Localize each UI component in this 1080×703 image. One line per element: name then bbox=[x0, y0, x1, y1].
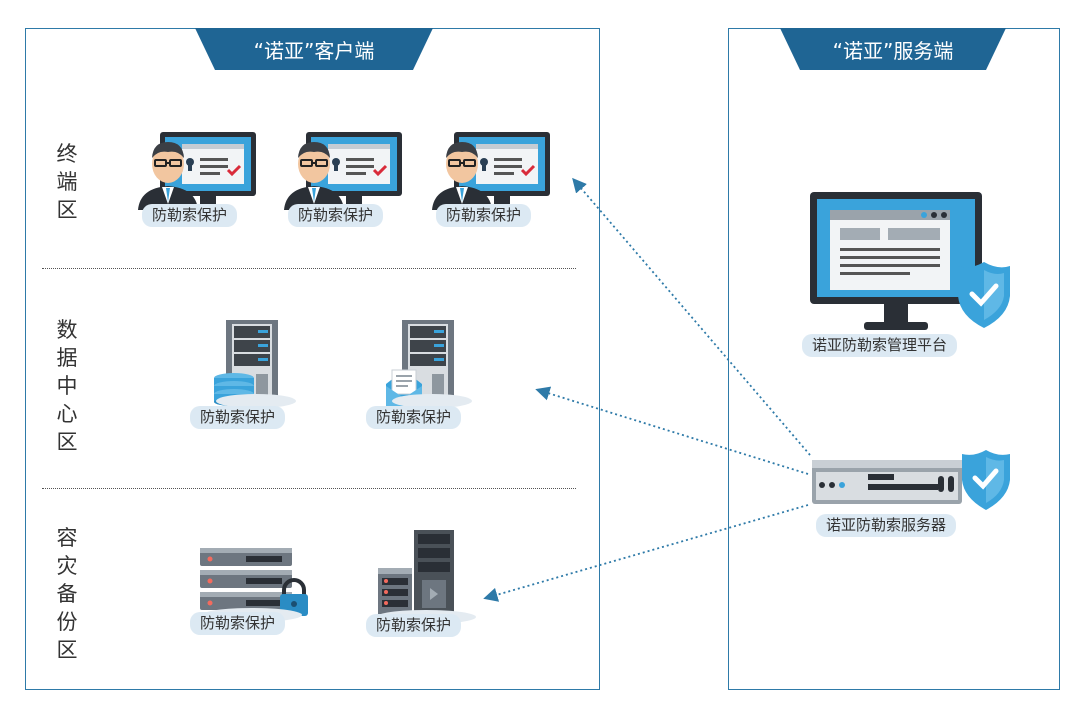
protection-badge: 防勒索保护 bbox=[142, 204, 238, 227]
server-panel bbox=[728, 28, 1060, 690]
zone-label-disaster-recovery: 容灾备份区 bbox=[56, 526, 78, 662]
client-title: “诺亚”客户端 bbox=[253, 38, 375, 63]
server-title-ribbon: “诺亚”服务端 bbox=[780, 28, 1006, 70]
user-workstation-icon bbox=[138, 132, 256, 210]
mail-server-icon bbox=[386, 320, 454, 406]
protection-badge: 防勒索保护 bbox=[288, 204, 384, 227]
protection-badge: 防勒索保护 bbox=[190, 406, 286, 429]
zone-label-datacenter: 数据中心区 bbox=[56, 318, 78, 454]
protection-badge: 防勒索保护 bbox=[366, 406, 462, 429]
dr-storage-array: 防勒索保护 bbox=[188, 530, 318, 635]
datacenter-database-server: 防勒索保护 bbox=[186, 318, 306, 429]
terminal-workstation-2: 防勒索保护 bbox=[284, 130, 404, 227]
server-title: “诺亚”服务端 bbox=[832, 38, 954, 63]
protection-badge: 防勒索保护 bbox=[190, 612, 286, 635]
platform-label: 诺亚防勒索管理平台 bbox=[802, 334, 958, 357]
dr-backup-server: 防勒索保护 bbox=[362, 526, 482, 637]
backup-server-icon bbox=[378, 530, 454, 614]
protection-badge: 防勒索保护 bbox=[436, 204, 532, 227]
monitor-shield-icon bbox=[810, 192, 1010, 330]
user-workstation-icon bbox=[432, 132, 550, 210]
user-workstation-icon bbox=[284, 132, 402, 210]
server-label: 诺亚防勒索服务器 bbox=[816, 514, 957, 537]
zone-divider bbox=[42, 488, 576, 489]
datacenter-mail-server: 防勒索保护 bbox=[362, 318, 482, 429]
server-appliance-shield-icon bbox=[812, 450, 1010, 510]
protection-badge: 防勒索保护 bbox=[366, 614, 462, 637]
ransomware-server: 诺亚防勒索服务器 bbox=[808, 448, 1018, 537]
client-title-ribbon: “诺亚”客户端 bbox=[195, 28, 433, 70]
terminal-workstation-3: 防勒索保护 bbox=[432, 130, 552, 227]
locked-storage-array-icon bbox=[200, 548, 308, 616]
management-platform: 诺亚防勒索管理平台 bbox=[800, 190, 1020, 357]
zone-divider bbox=[42, 268, 576, 269]
terminal-workstation-1: 防勒索保护 bbox=[138, 130, 258, 227]
zone-label-terminal: 终端区 bbox=[56, 142, 78, 222]
